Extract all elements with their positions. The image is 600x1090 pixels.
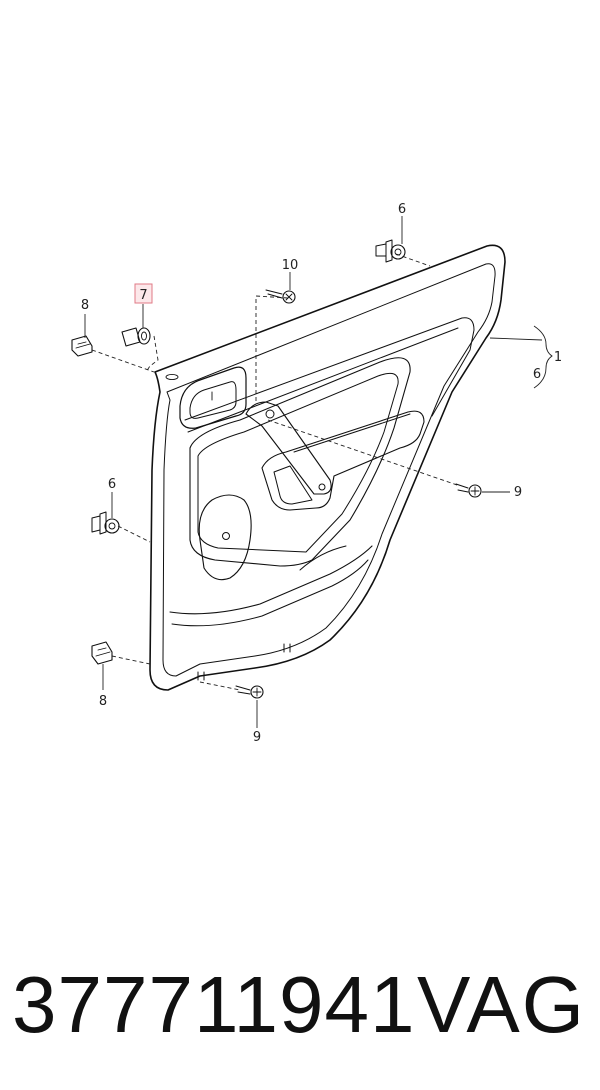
callouts: 6 10 7 8 1 6 6 9 8 9 — [81, 202, 562, 745]
part-number: 377711941 — [12, 960, 416, 1049]
callout-9-right: 9 — [514, 485, 522, 500]
rivet-item-7 — [121, 327, 151, 347]
callout-7-highlight — [134, 283, 153, 304]
brand-name: VAG — [416, 960, 586, 1049]
screw-item-10 — [265, 289, 296, 304]
callout-6-left: 6 — [108, 477, 116, 492]
nut-clip-bottom — [91, 641, 113, 665]
callout-8-bottom: 8 — [99, 694, 107, 709]
nut-clip-top — [71, 335, 93, 357]
screw-item-9-bottom — [235, 685, 264, 699]
callout-6-top: 6 — [398, 202, 406, 217]
callout-9-bottom: 9 — [253, 730, 261, 745]
screw-item-9-right — [455, 483, 482, 498]
callout-10: 10 — [282, 258, 299, 273]
callout-1: 1 — [554, 350, 562, 365]
assembly-lines — [91, 253, 461, 691]
exploded-parts-diagram: 6 10 7 8 1 6 6 9 8 9 — [71, 202, 562, 745]
door-trim-panel — [149, 244, 506, 691]
callout-7: 7 — [139, 288, 147, 303]
callout-6-right: 6 — [533, 367, 541, 382]
callout-8-top: 8 — [81, 298, 89, 313]
clip-fastener-left — [91, 511, 120, 535]
clip-fastener-top — [375, 239, 406, 263]
footer-caption: 377711941 VAG — [0, 955, 600, 1055]
leader-lines — [84, 216, 553, 728]
